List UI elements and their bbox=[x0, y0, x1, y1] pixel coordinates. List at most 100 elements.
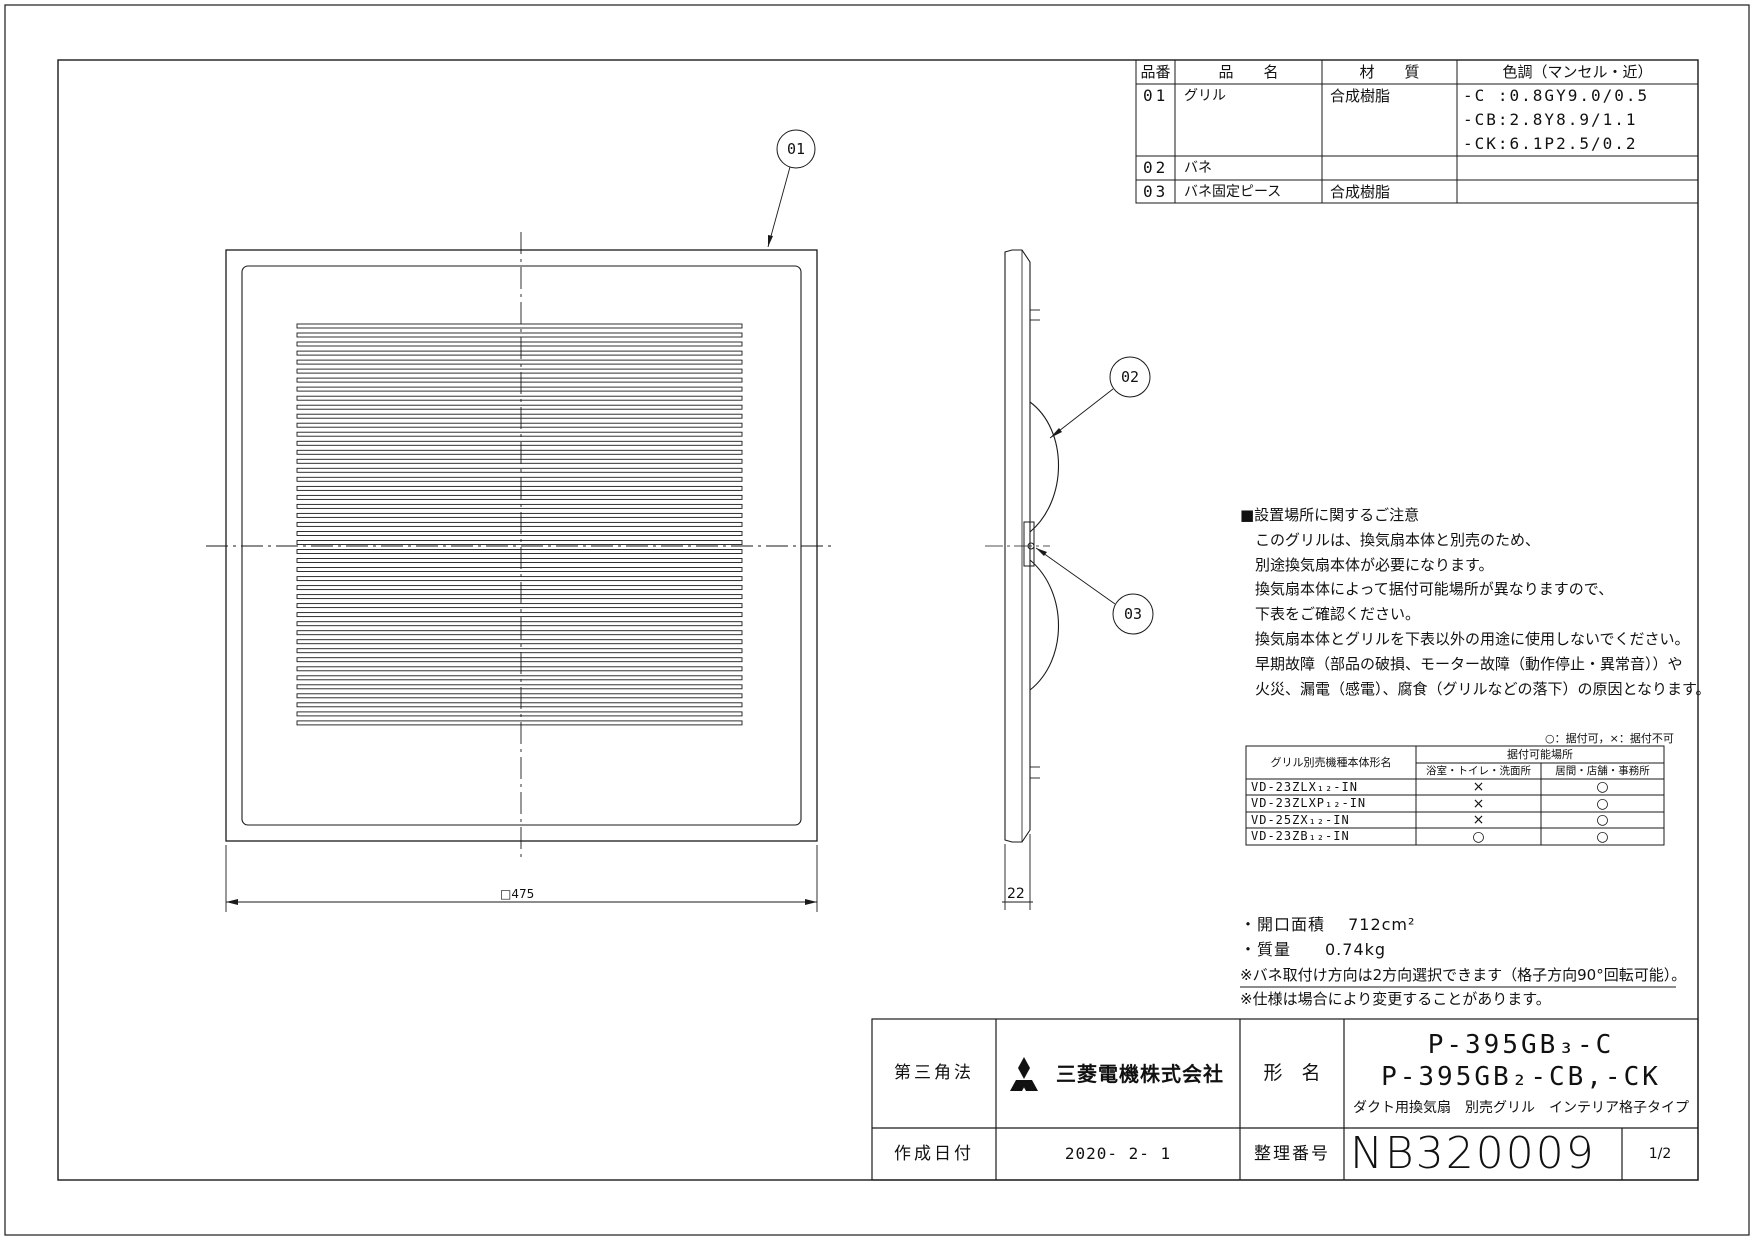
part-02-name: バネ bbox=[1184, 160, 1212, 176]
model-line-2: P-395GB₂-CB,-CK bbox=[1381, 1062, 1661, 1092]
install-row-2-living: ○ bbox=[1596, 795, 1609, 812]
install-row-3-model: VD-25ZX₁₂-IN bbox=[1251, 813, 1350, 827]
spring-lower bbox=[1029, 559, 1059, 691]
louver-slat bbox=[296, 440, 743, 446]
parts-header-color: 色調（マンセル・近） bbox=[1502, 62, 1653, 81]
width-dimension-label: □475 bbox=[500, 887, 535, 901]
louver-slat bbox=[296, 657, 743, 663]
install-table-grid bbox=[1245, 745, 1665, 846]
callout-02-leader bbox=[1049, 388, 1114, 439]
date-label: 作成日付 bbox=[894, 1143, 974, 1164]
callout-01-leader bbox=[767, 166, 791, 248]
louver-slat bbox=[296, 603, 743, 609]
notes-title: ■設置場所に関するご注意 bbox=[1240, 506, 1420, 524]
parts-table-grid bbox=[1135, 59, 1699, 204]
louver-slat bbox=[296, 449, 743, 455]
louver-slat bbox=[296, 368, 743, 374]
part-01-color-cb: -CB:2.8Y8.9/1.1 bbox=[1463, 110, 1638, 129]
install-row-1-living: ○ bbox=[1596, 779, 1609, 795]
part-02-no: 02 bbox=[1143, 158, 1169, 177]
louver-slat bbox=[296, 476, 743, 482]
louver-slat bbox=[296, 621, 743, 627]
grille-outer-frame bbox=[225, 249, 818, 842]
notes-line-6: 早期故障（部品の破損、モーター故障（動作停止・異常音））や bbox=[1255, 655, 1683, 673]
install-row-4-bath: ○ bbox=[1472, 828, 1485, 845]
louver-slat bbox=[296, 422, 743, 428]
number-label: 整理番号 bbox=[1254, 1143, 1330, 1164]
install-col-living-header: 居間・店舗・事務所 bbox=[1555, 764, 1650, 777]
spec-opening-area: ・開口面積 712cm² bbox=[1240, 915, 1416, 934]
install-col-model-header: グリル別売機種本体形名 bbox=[1270, 756, 1392, 769]
callout-03-label: 03 bbox=[1123, 604, 1143, 623]
spec-note-spring: ※バネ取付け方向は2方向選択できます（格子方向90°回転可能）。 bbox=[1240, 966, 1687, 984]
install-legend: ○：据付可，×：据付不可 bbox=[1545, 732, 1674, 745]
install-group-header: 据付可能場所 bbox=[1507, 748, 1573, 761]
title-block-grid bbox=[871, 1018, 1699, 1181]
outer-border bbox=[4, 4, 1750, 1236]
louver-slat bbox=[296, 332, 743, 338]
spec-note-change: ※仕様は場合により変更することがあります。 bbox=[1240, 990, 1551, 1008]
install-col-bath-header: 浴室・トイレ・洗面所 bbox=[1426, 764, 1531, 777]
callout-01-circle bbox=[776, 129, 816, 169]
install-row-4-model: VD-23ZB₁₂-IN bbox=[1251, 829, 1350, 843]
install-row-2-model: VD-23ZLXP₁₂-IN bbox=[1251, 796, 1367, 810]
part-01-name: グリル bbox=[1184, 88, 1226, 104]
parts-header-no: 品番 bbox=[1140, 62, 1171, 81]
depth-dimension-label: 22 bbox=[1007, 886, 1025, 902]
louver-slat bbox=[296, 693, 743, 699]
callout-03-leader bbox=[1035, 547, 1116, 605]
notes-line-7: 火災、漏電（感電）、腐食（グリルなどの落下）の原因となります。 bbox=[1255, 680, 1711, 698]
notes-line-4: 下表をご確認ください。 bbox=[1255, 605, 1421, 623]
product-description: ダクト用換気扇 別売グリル インテリア格子タイプ bbox=[1353, 1100, 1689, 1116]
louver-slat bbox=[296, 576, 743, 582]
louver-slat bbox=[296, 521, 743, 527]
louver-slat bbox=[296, 395, 743, 401]
louver-slat bbox=[296, 323, 743, 329]
louver-slat bbox=[296, 702, 743, 708]
louver-slat bbox=[296, 711, 743, 717]
louver-slat bbox=[296, 512, 743, 518]
louver-slat bbox=[296, 549, 743, 554]
louver-slat bbox=[296, 485, 743, 491]
part-01-no: 01 bbox=[1143, 86, 1169, 105]
model-line-1: P-395GB₃-C bbox=[1427, 1030, 1615, 1060]
callout-01-label: 01 bbox=[786, 139, 806, 158]
part-03-name: バネ固定ピース bbox=[1184, 184, 1282, 200]
louver-slat bbox=[296, 458, 743, 464]
louver-slat bbox=[296, 404, 743, 410]
louver-slat bbox=[296, 684, 743, 690]
notes-line-2: 別途換気扇本体が必要になります。 bbox=[1255, 556, 1494, 574]
louver-slat bbox=[296, 675, 743, 681]
louver-slat bbox=[296, 666, 743, 672]
parts-header-name: 品 名 bbox=[1218, 62, 1279, 81]
callout-02-label: 02 bbox=[1120, 367, 1140, 386]
part-01-color-c: -C :0.8GY9.0/0.5 bbox=[1463, 86, 1650, 105]
louver-slat bbox=[296, 431, 743, 437]
louver-slat bbox=[296, 648, 743, 654]
louver-slat bbox=[296, 630, 743, 636]
louver-slat bbox=[296, 540, 743, 545]
callout-03-circle bbox=[1112, 593, 1154, 635]
company-name: 三菱電機株式会社 bbox=[1056, 1061, 1224, 1086]
spring-fixing-piece bbox=[1023, 521, 1035, 567]
reference-number: NB320009 bbox=[1350, 1128, 1596, 1179]
front-view bbox=[206, 129, 836, 912]
louver-slat bbox=[296, 585, 743, 591]
notes-line-1: このグリルは、換気扇本体と別売のため、 bbox=[1255, 531, 1541, 549]
louver-slat bbox=[296, 612, 743, 618]
creation-date: 2020- 2- 1 bbox=[1064, 1144, 1172, 1163]
parts-header-material: 材 質 bbox=[1359, 62, 1420, 81]
louver-slat bbox=[296, 503, 743, 509]
part-03-material: 合成樹脂 bbox=[1330, 183, 1391, 201]
louver-slat bbox=[296, 350, 743, 356]
mitsubishi-logo-icon bbox=[1010, 1057, 1038, 1091]
notes-line-3: 換気扇本体によって据付可能場所が異なりますので、 bbox=[1255, 580, 1614, 598]
louver-slat bbox=[296, 531, 743, 536]
part-01-color-ck: -CK:6.1P2.5/0.2 bbox=[1463, 134, 1638, 153]
model-label: 形 名 bbox=[1263, 1062, 1321, 1084]
notes-line-5: 換気扇本体とグリルを下表以外の用途に使用しないでください。 bbox=[1255, 630, 1690, 648]
install-row-3-bath: × bbox=[1472, 812, 1485, 828]
louver-slat bbox=[296, 359, 743, 365]
part-01-material: 合成樹脂 bbox=[1330, 87, 1391, 105]
